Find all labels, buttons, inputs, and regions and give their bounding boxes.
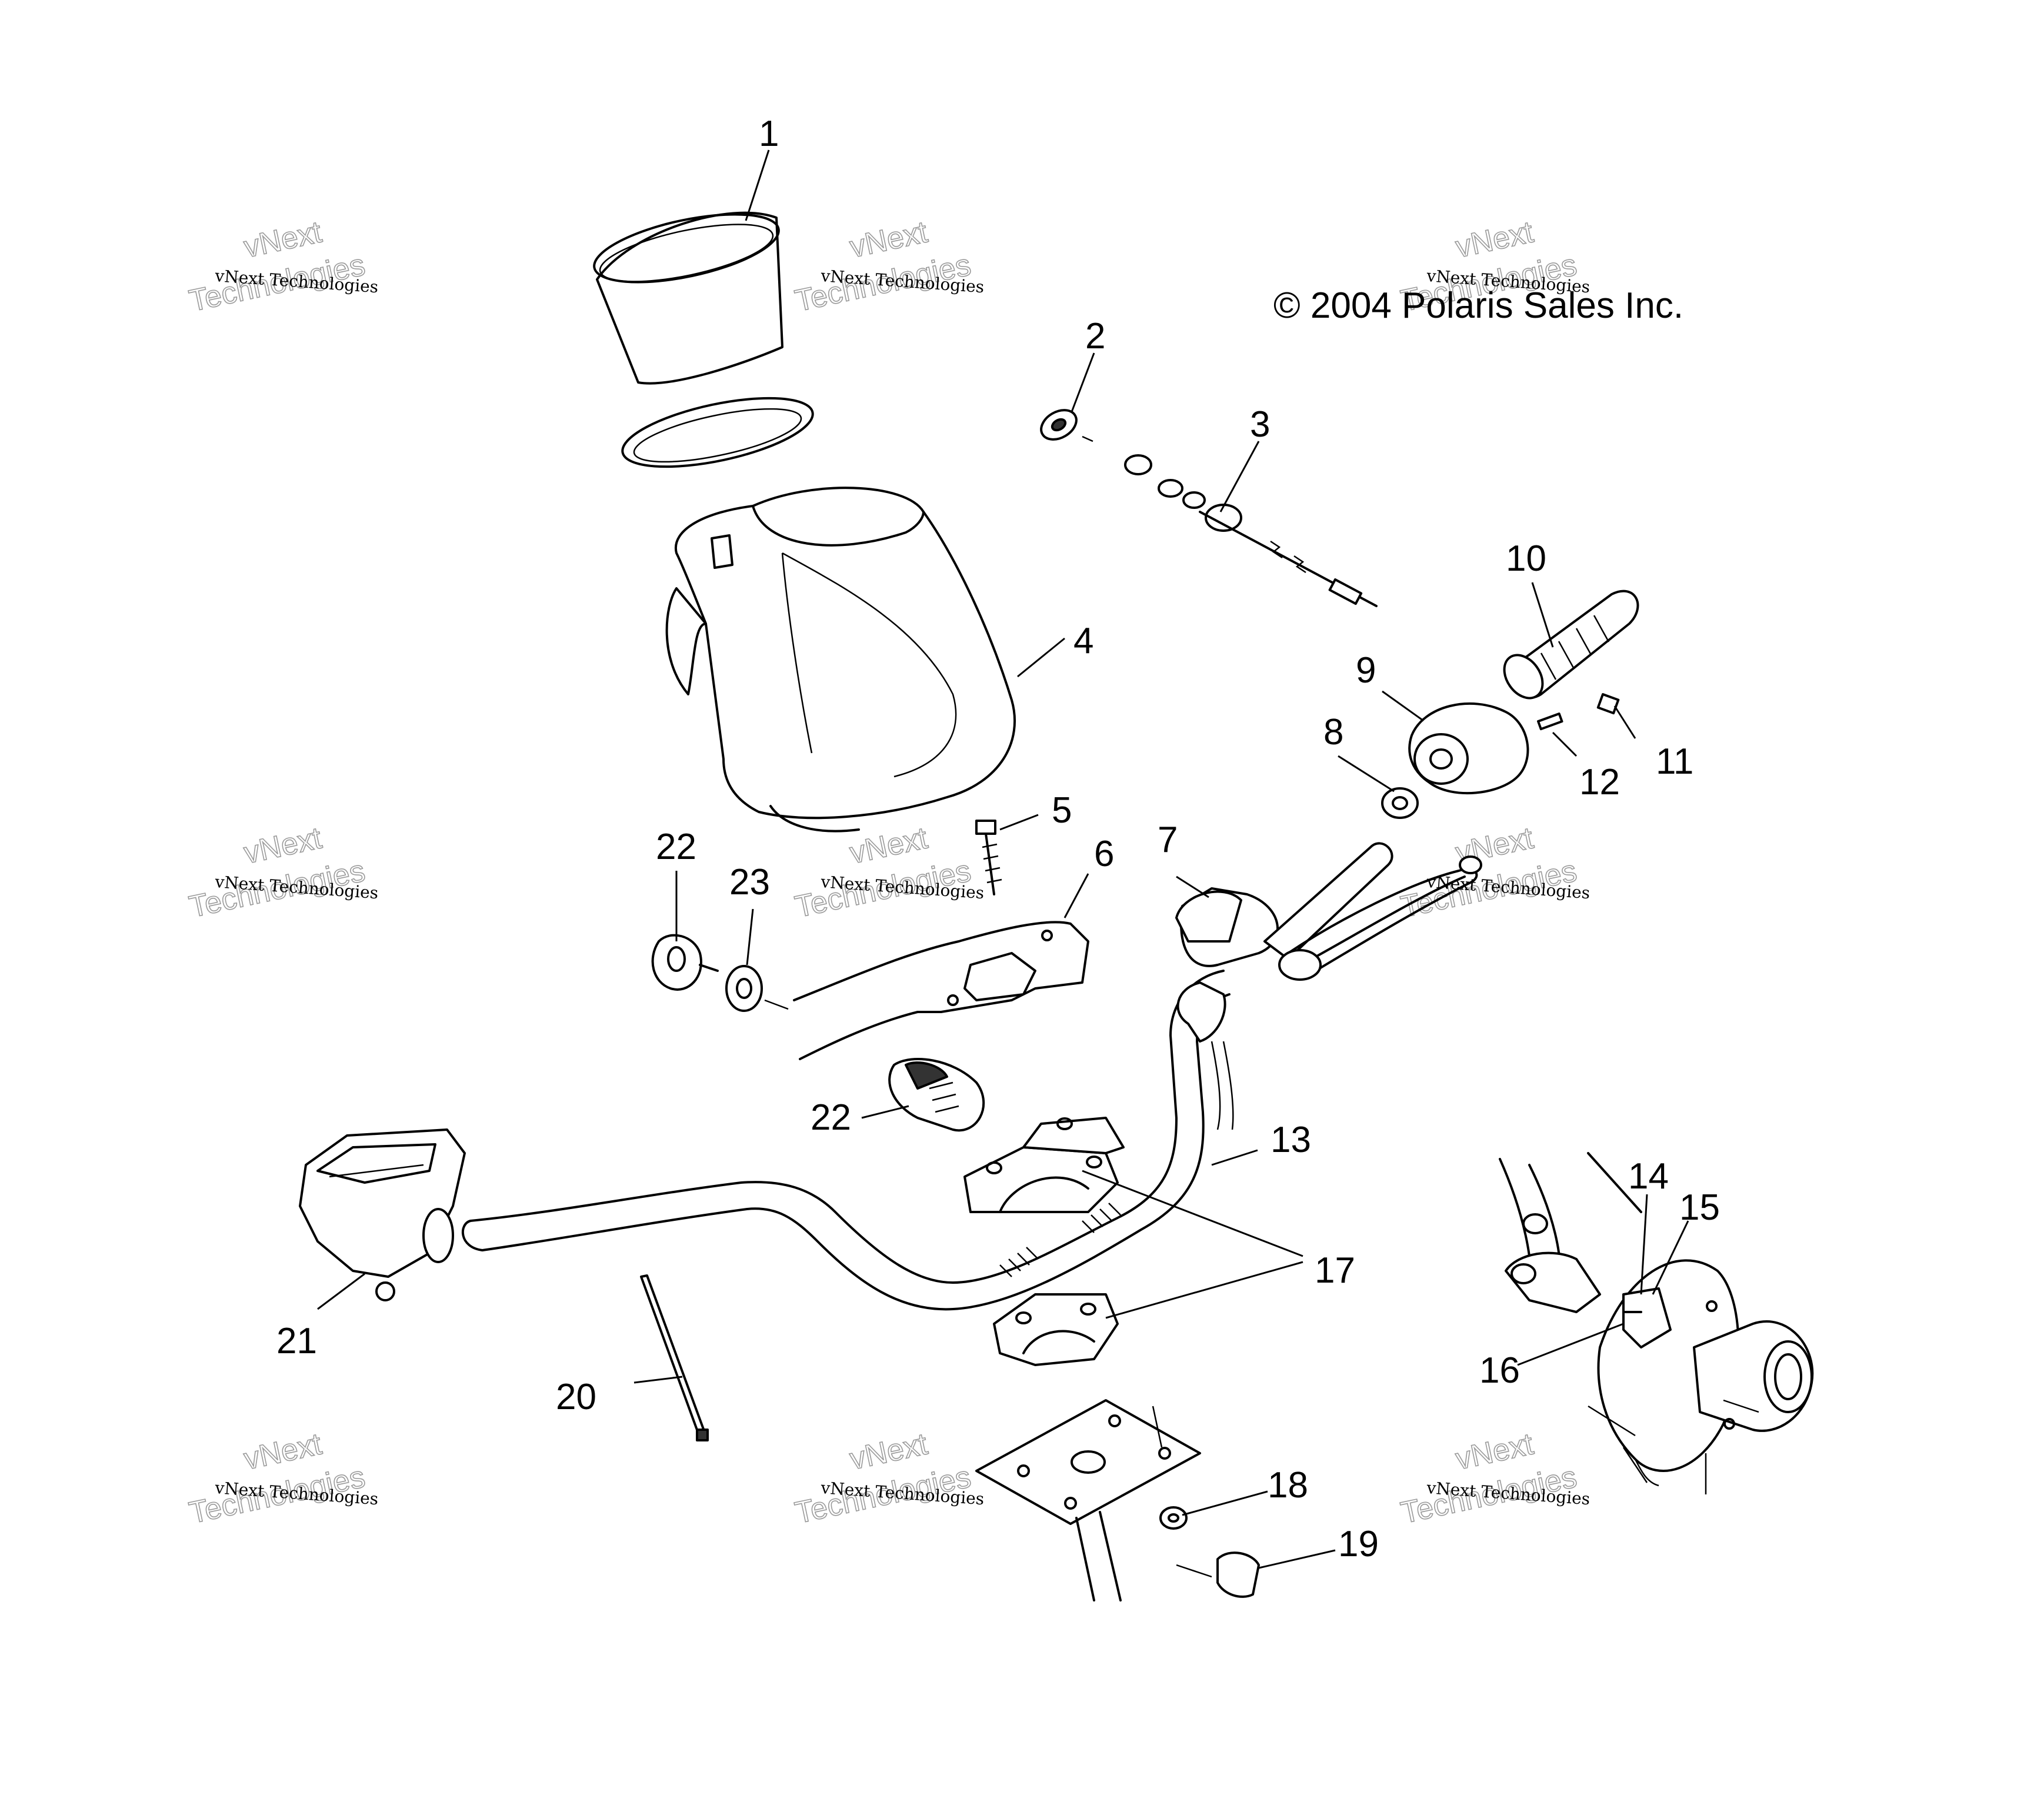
part-20-cable-tie [640, 1274, 709, 1441]
part-23-nut [725, 965, 789, 1012]
callout-23: 23 [729, 862, 770, 903]
callout-2: 2 [1085, 316, 1105, 357]
part-21-left-control [299, 1128, 466, 1301]
watermark-big-line-1: vNext [1453, 1427, 1537, 1476]
callout-7: 7 [1158, 820, 1178, 860]
callout-9: 9 [1356, 650, 1376, 691]
watermark-big-line-1: vNext [1453, 215, 1537, 264]
watermark: vNext Technologies [1398, 820, 1580, 924]
part-22-switch-lower [888, 1058, 985, 1132]
callout-4: 4 [1073, 621, 1093, 661]
part-2-nut [1040, 409, 1093, 442]
part-22-switch-upper [651, 934, 719, 991]
part-5-bolt [975, 820, 1002, 895]
part-8-spacer [1381, 787, 1419, 819]
callout-22-lower: 22 [811, 1097, 851, 1138]
part-6-bracket [793, 921, 1089, 1060]
watermark: vNext Technologies [792, 1426, 975, 1530]
part-10-grip [1503, 590, 1639, 700]
callout-11: 11 [1656, 741, 1693, 782]
watermark: vNext Technologies [186, 1426, 369, 1530]
part-18-plate [975, 1399, 1201, 1601]
callout-15: 15 [1679, 1187, 1720, 1228]
callout-10: 10 [1506, 538, 1546, 579]
callout-21: 21 [276, 1321, 317, 1361]
part-18-nut [1159, 1506, 1188, 1530]
callout-19: 19 [1338, 1524, 1379, 1564]
callout-numbers: 1 2 3 4 5 6 7 8 9 10 11 12 13 14 15 16 1… [276, 114, 1720, 1564]
callout-16: 16 [1479, 1350, 1520, 1391]
watermark-big-line-1: vNext [847, 215, 931, 264]
watermark-big-line-1: vNext [241, 215, 325, 264]
part-9-switch-housing [1408, 702, 1529, 795]
callout-18: 18 [1268, 1465, 1308, 1506]
watermark: vNext Technologies [1398, 1426, 1580, 1530]
callout-22-upper: 22 [656, 827, 696, 867]
watermark-big-line-1: vNext [847, 1427, 931, 1476]
part-11-cap [1596, 693, 1620, 715]
callout-3: 3 [1250, 404, 1270, 445]
part-19-clip [1176, 1551, 1260, 1598]
callout-6: 6 [1094, 834, 1114, 874]
callout-13: 13 [1271, 1120, 1311, 1160]
callout-5: 5 [1052, 790, 1072, 831]
part-7-master-cylinder [1175, 842, 1482, 981]
part-17-upper-clamp [963, 1117, 1125, 1213]
callout-20: 20 [556, 1377, 596, 1417]
part-1-bezel-ring [621, 397, 814, 468]
watermark: vNext Technologies [186, 820, 369, 924]
part-13-handlebar [462, 970, 1234, 1311]
part-4-headlight-pod [665, 487, 1016, 833]
callout-14: 14 [1628, 1156, 1669, 1197]
watermark: vNext Technologies [186, 214, 369, 318]
leader-lines [317, 149, 1689, 1569]
part-17-lower-clamp [993, 1293, 1119, 1366]
watermark-big-line-1: vNext [847, 821, 931, 870]
part-3-speedo-cable [1124, 454, 1378, 607]
watermark-big-line-1: vNext [241, 1427, 325, 1476]
part-14-16-brake-assembly [1499, 1152, 1814, 1494]
watermark: vNext Technologies [792, 214, 975, 318]
callout-12: 12 [1579, 762, 1620, 803]
copyright-notice: © 2004 Polaris Sales Inc. [1273, 285, 1683, 326]
part-1-lens [593, 211, 783, 385]
callout-17: 17 [1315, 1250, 1355, 1291]
watermark-big-line-1: vNext [241, 821, 325, 870]
part-12-screw [1537, 712, 1563, 731]
callout-1: 1 [759, 114, 779, 154]
callout-8: 8 [1323, 712, 1343, 752]
